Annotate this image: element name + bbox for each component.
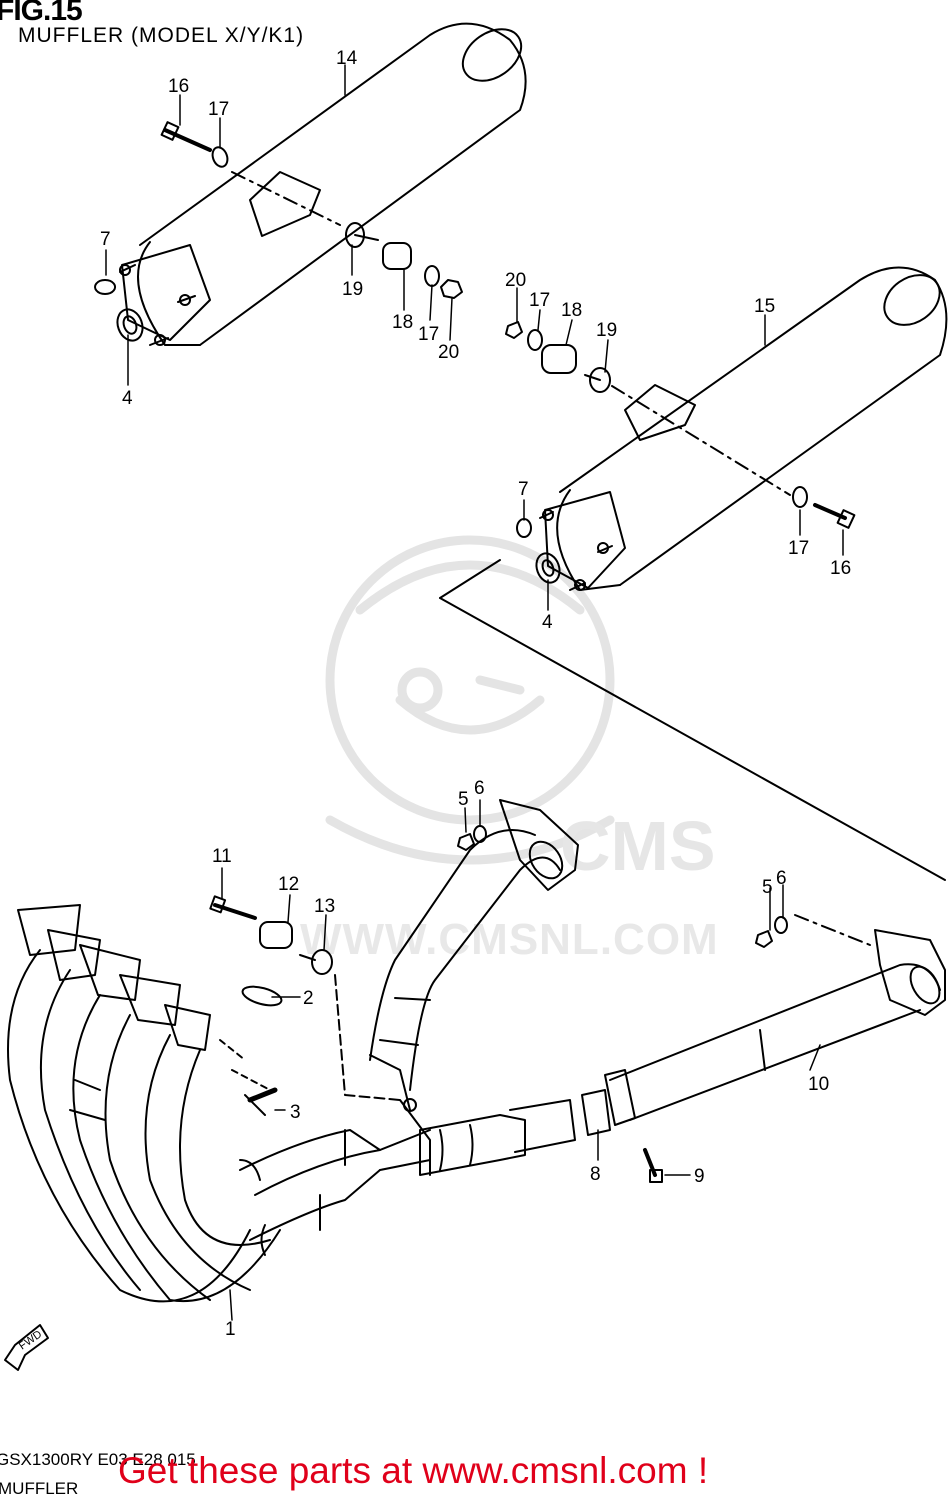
callout-10: 10: [808, 1074, 829, 1095]
callout-17-upper-b: 17: [418, 324, 439, 345]
callout-7-upper: 7: [100, 229, 111, 250]
callout-20-right: 20: [505, 270, 526, 291]
footer-section-name: MUFFLER: [0, 1479, 79, 1498]
callout-19-upper: 19: [342, 279, 363, 300]
exhaust-header-1: [7, 904, 576, 1303]
callout-16-upper: 16: [168, 76, 189, 97]
exhaust-mid-pipe: [369, 799, 579, 1091]
fwd-label: FWD: [17, 1328, 44, 1352]
footer-model-code: GSX1300RY E03 E28 015: [0, 1450, 196, 1469]
callout-19-right: 19: [596, 320, 617, 341]
callout-3: 3: [290, 1102, 301, 1123]
callout-4-right: 4: [542, 612, 553, 633]
muffler-15: [516, 266, 948, 591]
callout-7-right: 7: [518, 479, 529, 500]
callout-6-right: 6: [776, 868, 787, 889]
callout-6-upper: 6: [474, 778, 485, 799]
callout-1: 1: [225, 1319, 236, 1340]
callout-13: 13: [314, 896, 335, 917]
callout-11: 11: [212, 846, 232, 867]
callout-leaders: [105, 64, 844, 1321]
hardware-right: [505, 321, 856, 529]
callout-14: 14: [336, 48, 358, 69]
callout-16-right: 16: [830, 558, 851, 579]
callout-17-upper: 17: [208, 99, 229, 120]
figure-title: FIG.15: [0, 0, 83, 27]
guide-line-right: [439, 597, 946, 881]
callout-20-upper: 20: [438, 342, 459, 363]
callout-8: 8: [590, 1164, 601, 1185]
promo-link[interactable]: Get these parts at www.cmsnl.com !: [118, 1450, 709, 1491]
watermark-logo: CMS: [325, 535, 716, 885]
callout-15: 15: [754, 296, 775, 317]
callout-5-right: 5: [762, 877, 773, 898]
callout-17-right-b: 17: [788, 538, 809, 559]
figure-subtitle: MUFFLER (MODEL X/Y/K1): [18, 24, 305, 47]
muffler-14: [94, 22, 527, 346]
watermark-logo-text: CMS: [560, 807, 716, 885]
hardware-lower-left: [209, 895, 401, 1116]
callouts: 14 16 17 7 4 19 18 17 20 20 17 18 19 15 …: [100, 48, 851, 1340]
callout-18-upper: 18: [392, 312, 413, 333]
watermark-url: WWW.CMSNL.COM: [300, 915, 719, 964]
callout-2: 2: [303, 988, 314, 1009]
callout-12: 12: [278, 874, 299, 895]
callout-18-right: 18: [561, 300, 582, 321]
exhaust-pipe-10: [581, 914, 946, 1136]
hardware-upper: [160, 121, 463, 299]
callout-17-right: 17: [529, 290, 550, 311]
callout-5-upper: 5: [458, 789, 469, 810]
fwd-arrow: FWD: [4, 1324, 49, 1371]
guide-line-left: [439, 559, 501, 599]
callout-4-upper: 4: [122, 388, 133, 409]
callout-9: 9: [694, 1166, 705, 1187]
